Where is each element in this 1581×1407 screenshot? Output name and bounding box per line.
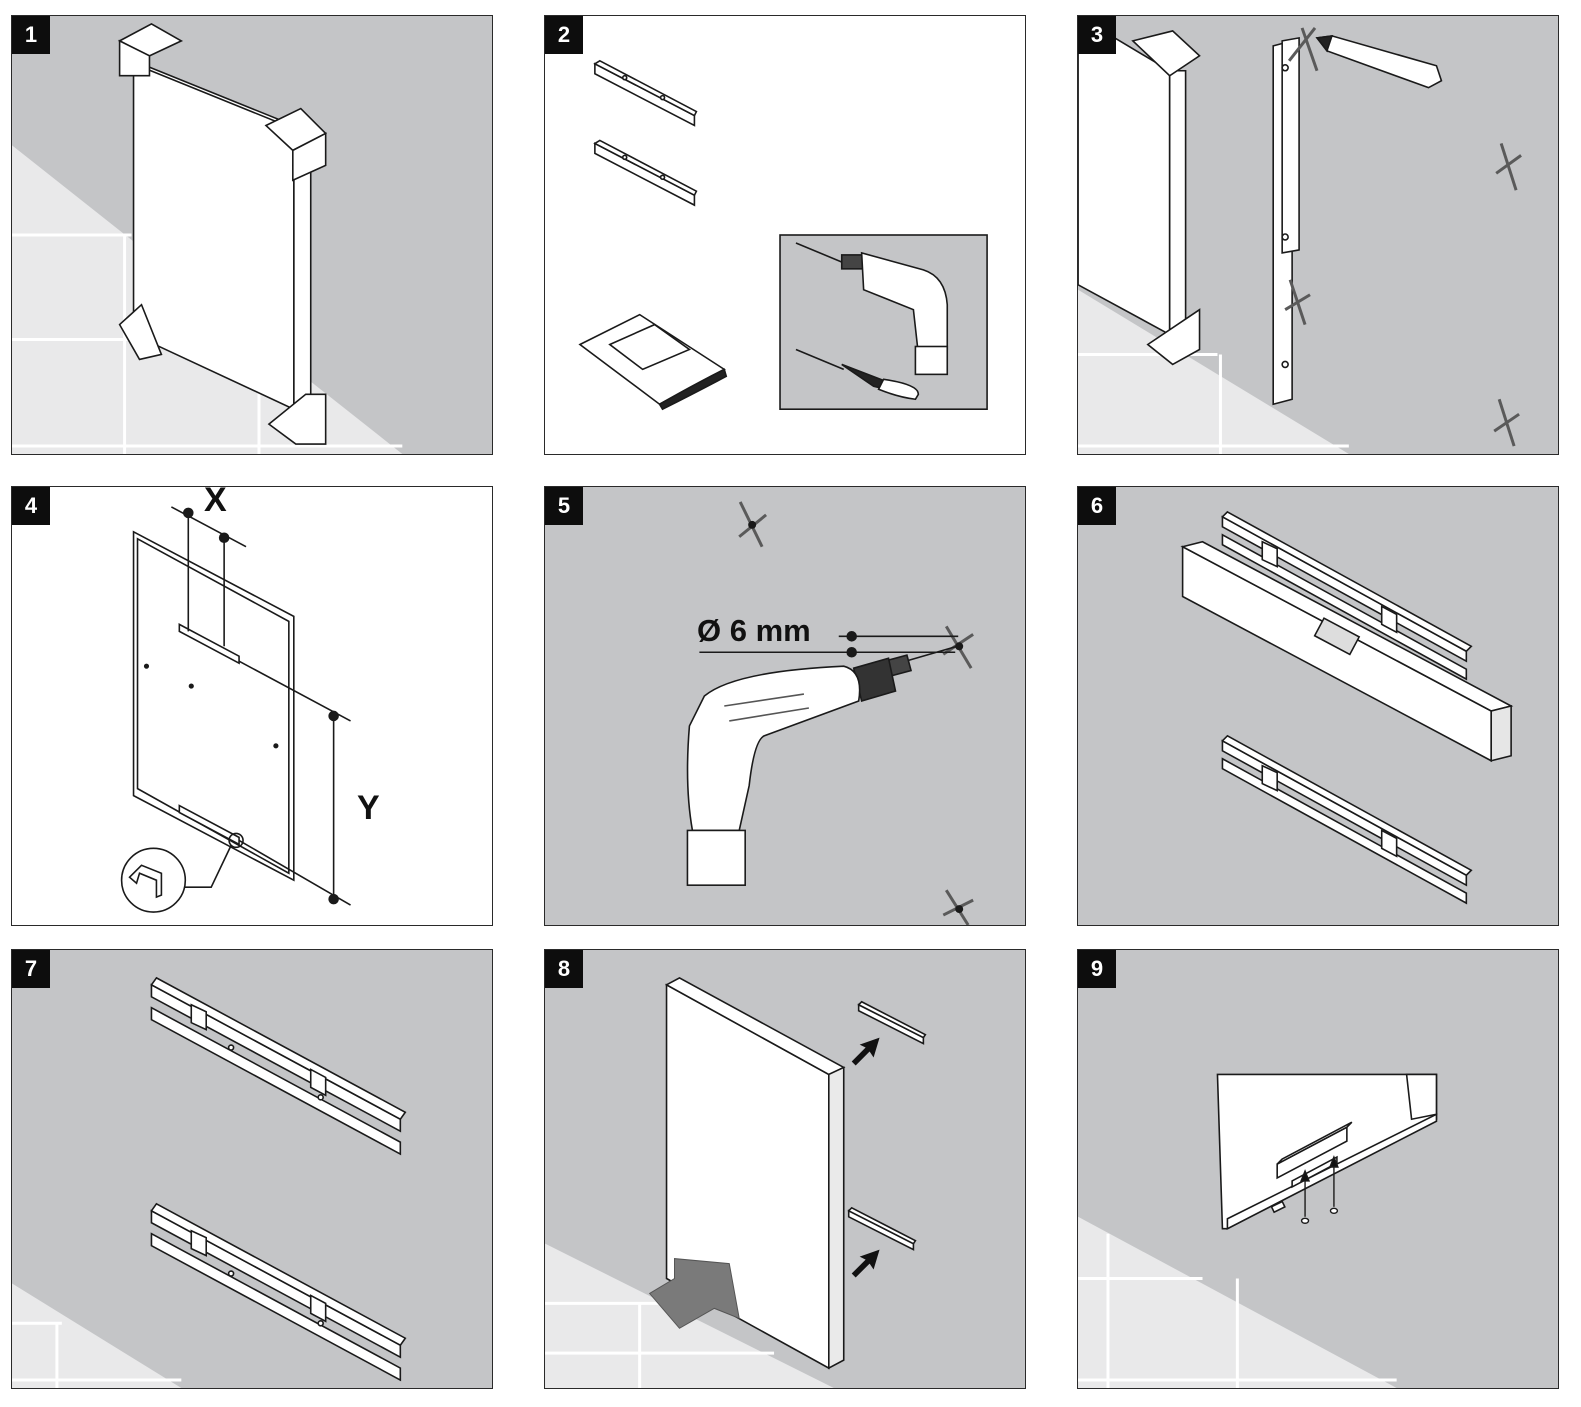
wall-rail-bottom <box>847 1206 917 1251</box>
step-8-illustration <box>545 976 927 1388</box>
mounting-rail-bottom <box>593 139 698 207</box>
level-ruler <box>1272 36 1300 406</box>
step-3-number: 3 <box>1078 16 1116 54</box>
step-7-number: 7 <box>12 950 50 988</box>
rail-lower-mounted <box>150 1202 407 1382</box>
instruction-bag <box>578 313 728 411</box>
step-2-panel: 2 <box>544 15 1026 455</box>
step-9-panel: 9 <box>1077 949 1559 1389</box>
bottom-bracket <box>1276 1121 1353 1189</box>
step-3-illustration <box>1078 16 1522 454</box>
step-4-illustration <box>120 506 351 913</box>
step-5-panel: 5 Ø 6 mm <box>544 486 1026 926</box>
mounting-rail-top <box>593 59 698 127</box>
step-7-illustration <box>12 976 407 1388</box>
step-7-panel: 7 <box>11 949 493 1389</box>
pencil-icon <box>1315 34 1443 89</box>
screws <box>1300 1155 1339 1224</box>
packed-mirror-side <box>1078 16 1201 366</box>
step-1-number: 1 <box>12 16 50 54</box>
step-3-panel: 3 <box>1077 15 1559 455</box>
rail-detail-callout <box>120 832 244 913</box>
floor-tiles <box>1078 1216 1397 1388</box>
step-6-panel: 6 <box>1077 486 1559 926</box>
step-6-illustration <box>1180 510 1514 905</box>
tools-inset <box>779 234 988 411</box>
dimension-x-label: X <box>204 486 227 519</box>
step-1-panel: 1 <box>11 15 493 455</box>
drill-diameter-label: Ø 6 mm <box>697 613 811 648</box>
dimension-lines <box>170 506 351 906</box>
floor-tiles <box>1078 289 1349 454</box>
step-5-illustration <box>686 501 974 925</box>
step-8-number: 8 <box>545 950 583 988</box>
step-2-number: 2 <box>545 16 583 54</box>
step-8-panel: 8 <box>544 949 1026 1389</box>
mirror-back <box>132 530 295 882</box>
wall-marks <box>1284 27 1522 447</box>
step-9-number: 9 <box>1078 950 1116 988</box>
push-arrow-icon <box>648 1258 740 1329</box>
wall-rail-top <box>857 1000 927 1045</box>
step-1-illustration <box>12 23 403 454</box>
rail-lower <box>1221 734 1473 905</box>
packed-mirror <box>117 23 327 445</box>
dimension-lines <box>699 631 959 658</box>
step-4-panel: 4 X Y <box>11 486 493 926</box>
rail-upper-mounted <box>150 976 407 1156</box>
power-drill-icon <box>686 645 958 886</box>
spirit-level <box>1180 540 1514 763</box>
step-5-number: 5 <box>545 487 583 525</box>
direction-arrow-icon <box>851 1037 880 1278</box>
rail-upper <box>1221 510 1473 681</box>
mark-dots <box>748 520 964 914</box>
step-9-illustration <box>1078 1073 1438 1388</box>
floor-tiles <box>12 1283 182 1388</box>
step-6-number: 6 <box>1078 487 1116 525</box>
step-2-illustration <box>578 59 988 411</box>
dimension-y-label: Y <box>357 789 380 827</box>
step-4-number: 4 <box>12 487 50 525</box>
